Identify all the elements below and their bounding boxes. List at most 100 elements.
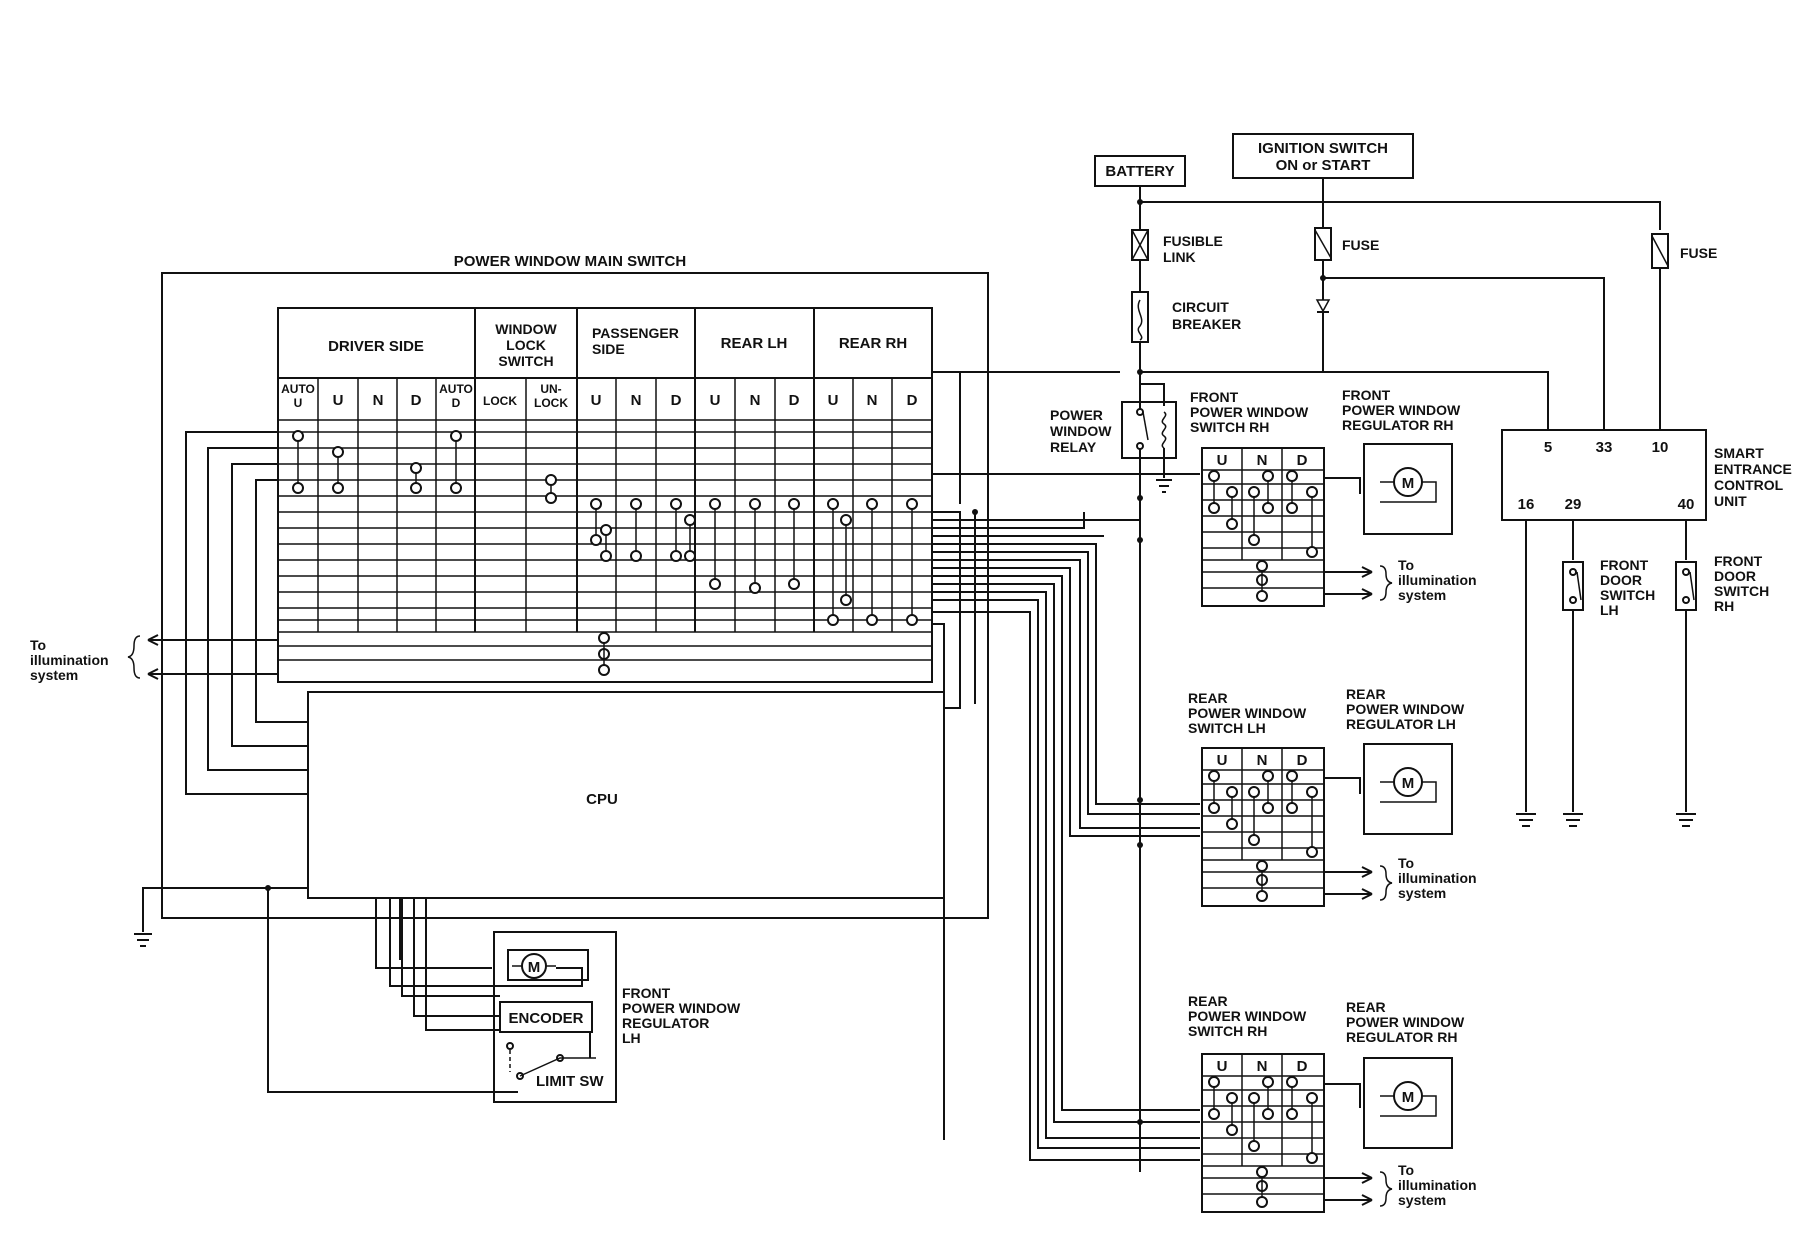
front-rh-switch-label-3: SWITCH RH xyxy=(1190,419,1269,435)
main-illum-label-1: To xyxy=(30,637,46,653)
remote-column-header: D xyxy=(1297,452,1308,469)
pin-40: 40 xyxy=(1678,496,1695,513)
contact xyxy=(749,498,761,510)
contact xyxy=(332,446,344,458)
cpu-box xyxy=(307,691,945,899)
contact xyxy=(749,582,761,594)
front-lh-regulator-box xyxy=(493,931,617,1103)
door-lh-label-1: FRONT xyxy=(1600,557,1649,573)
rear-lh-reg-label-1: REAR xyxy=(1346,686,1386,702)
column-header: AUTO xyxy=(439,382,473,396)
rear-lh-illum-2: illumination xyxy=(1398,870,1477,886)
cpu-label: CPU xyxy=(586,791,618,808)
smart-unit-label-1: SMART xyxy=(1714,445,1764,461)
contact xyxy=(827,614,839,626)
group-rear-rh: REAR RH xyxy=(839,335,907,352)
column-header: AUTO xyxy=(281,382,315,396)
column-header: D xyxy=(411,392,422,409)
motor-label: M xyxy=(1402,775,1415,792)
encoder-box xyxy=(499,1001,593,1033)
smart-entrance-unit-box xyxy=(1501,429,1707,521)
relay-label-3: RELAY xyxy=(1050,439,1097,455)
contact xyxy=(292,482,304,494)
contact xyxy=(866,614,878,626)
contact xyxy=(788,578,800,590)
contact xyxy=(410,482,422,494)
remote-column-header: U xyxy=(1217,452,1228,469)
column-header: D xyxy=(452,396,461,410)
group-lock-1: WINDOW xyxy=(495,321,557,337)
rear-lh-illum-1: To xyxy=(1398,855,1414,871)
remote-column-header: N xyxy=(1257,752,1268,769)
rear-rh-reg-label-2: POWER WINDOW xyxy=(1346,1014,1465,1030)
main-illum-label-3: system xyxy=(30,667,78,683)
relay-label-1: POWER xyxy=(1050,407,1103,423)
contact xyxy=(600,550,612,562)
motor-label: M xyxy=(1402,475,1415,492)
battery-rail xyxy=(1139,186,1661,230)
front-rh-switch-label-1: FRONT xyxy=(1190,389,1239,405)
door-rh-label-3: SWITCH xyxy=(1714,583,1769,599)
front-rh-illum-3: system xyxy=(1398,587,1446,603)
ground-icon xyxy=(1516,813,1696,827)
fusible-link-label-1: FUSIBLE xyxy=(1163,233,1223,249)
ignition-switch-box xyxy=(1232,133,1414,179)
regulator-box xyxy=(1363,443,1453,535)
column-header: U xyxy=(294,396,303,410)
door-lh-label-2: DOOR xyxy=(1600,572,1642,588)
limit-sw-label: LIMIT SW xyxy=(536,1073,604,1090)
pin-5: 5 xyxy=(1544,439,1552,456)
front-rh-reg-label-1: FRONT xyxy=(1342,387,1391,403)
group-driver: DRIVER SIDE xyxy=(328,338,424,355)
front-lh-label-2: POWER WINDOW xyxy=(622,1000,741,1016)
front-lh-motor-label: M xyxy=(528,959,541,976)
group-passenger-2: SIDE xyxy=(592,341,625,357)
contact xyxy=(545,474,557,486)
remote-column-header: D xyxy=(1297,1058,1308,1075)
relay-ground-icon xyxy=(1156,479,1172,493)
rear-lh-reg-label-2: POWER WINDOW xyxy=(1346,701,1465,717)
column-header: D xyxy=(789,392,800,409)
contact xyxy=(684,550,696,562)
rear-lh-switch-label-2: POWER WINDOW xyxy=(1188,705,1307,721)
column-header: LOCK xyxy=(483,394,517,408)
encoder-label: ENCODER xyxy=(508,1010,583,1027)
column-header: N xyxy=(631,392,642,409)
front-lh-label-4: LH xyxy=(622,1030,641,1046)
contact xyxy=(630,550,642,562)
contact xyxy=(788,498,800,510)
contact xyxy=(827,498,839,510)
front-lh-label-3: REGULATOR xyxy=(622,1015,709,1031)
circuit-breaker-label-1: CIRCUIT xyxy=(1172,299,1229,315)
fuse-b-label: FUSE xyxy=(1680,245,1717,261)
group-passenger-1: PASSENGER xyxy=(592,325,679,341)
main-switch-title: POWER WINDOW MAIN SWITCH xyxy=(454,253,686,270)
column-header: U xyxy=(333,392,344,409)
ignition-label-1: IGNITION SWITCH xyxy=(1258,140,1388,157)
front-rh-switch-label-2: POWER WINDOW xyxy=(1190,404,1309,420)
fusible-link-label-2: LINK xyxy=(1163,249,1196,265)
remote-column-header: U xyxy=(1217,752,1228,769)
column-header: U xyxy=(710,392,721,409)
contact xyxy=(670,498,682,510)
column-header: N xyxy=(750,392,761,409)
main-ground-icon xyxy=(134,933,152,947)
smart-unit-label-3: CONTROL xyxy=(1714,477,1784,493)
door-lh-label-4: LH xyxy=(1600,602,1619,618)
motor-label: M xyxy=(1402,1089,1415,1106)
contact xyxy=(332,482,344,494)
rear-rh-illum-2: illumination xyxy=(1398,1177,1477,1193)
door-rh-label-4: RH xyxy=(1714,598,1734,614)
rear-rh-illum-3: system xyxy=(1398,1192,1446,1208)
front-rh-illum-2: illumination xyxy=(1398,572,1477,588)
contact xyxy=(450,430,462,442)
pin-33: 33 xyxy=(1596,439,1613,456)
ignition-label-2: ON or START xyxy=(1276,157,1371,174)
regulator-box xyxy=(1363,743,1453,835)
front-rh-illum-1: To xyxy=(1398,557,1414,573)
rear-lh-switch-label-1: REAR xyxy=(1188,690,1228,706)
